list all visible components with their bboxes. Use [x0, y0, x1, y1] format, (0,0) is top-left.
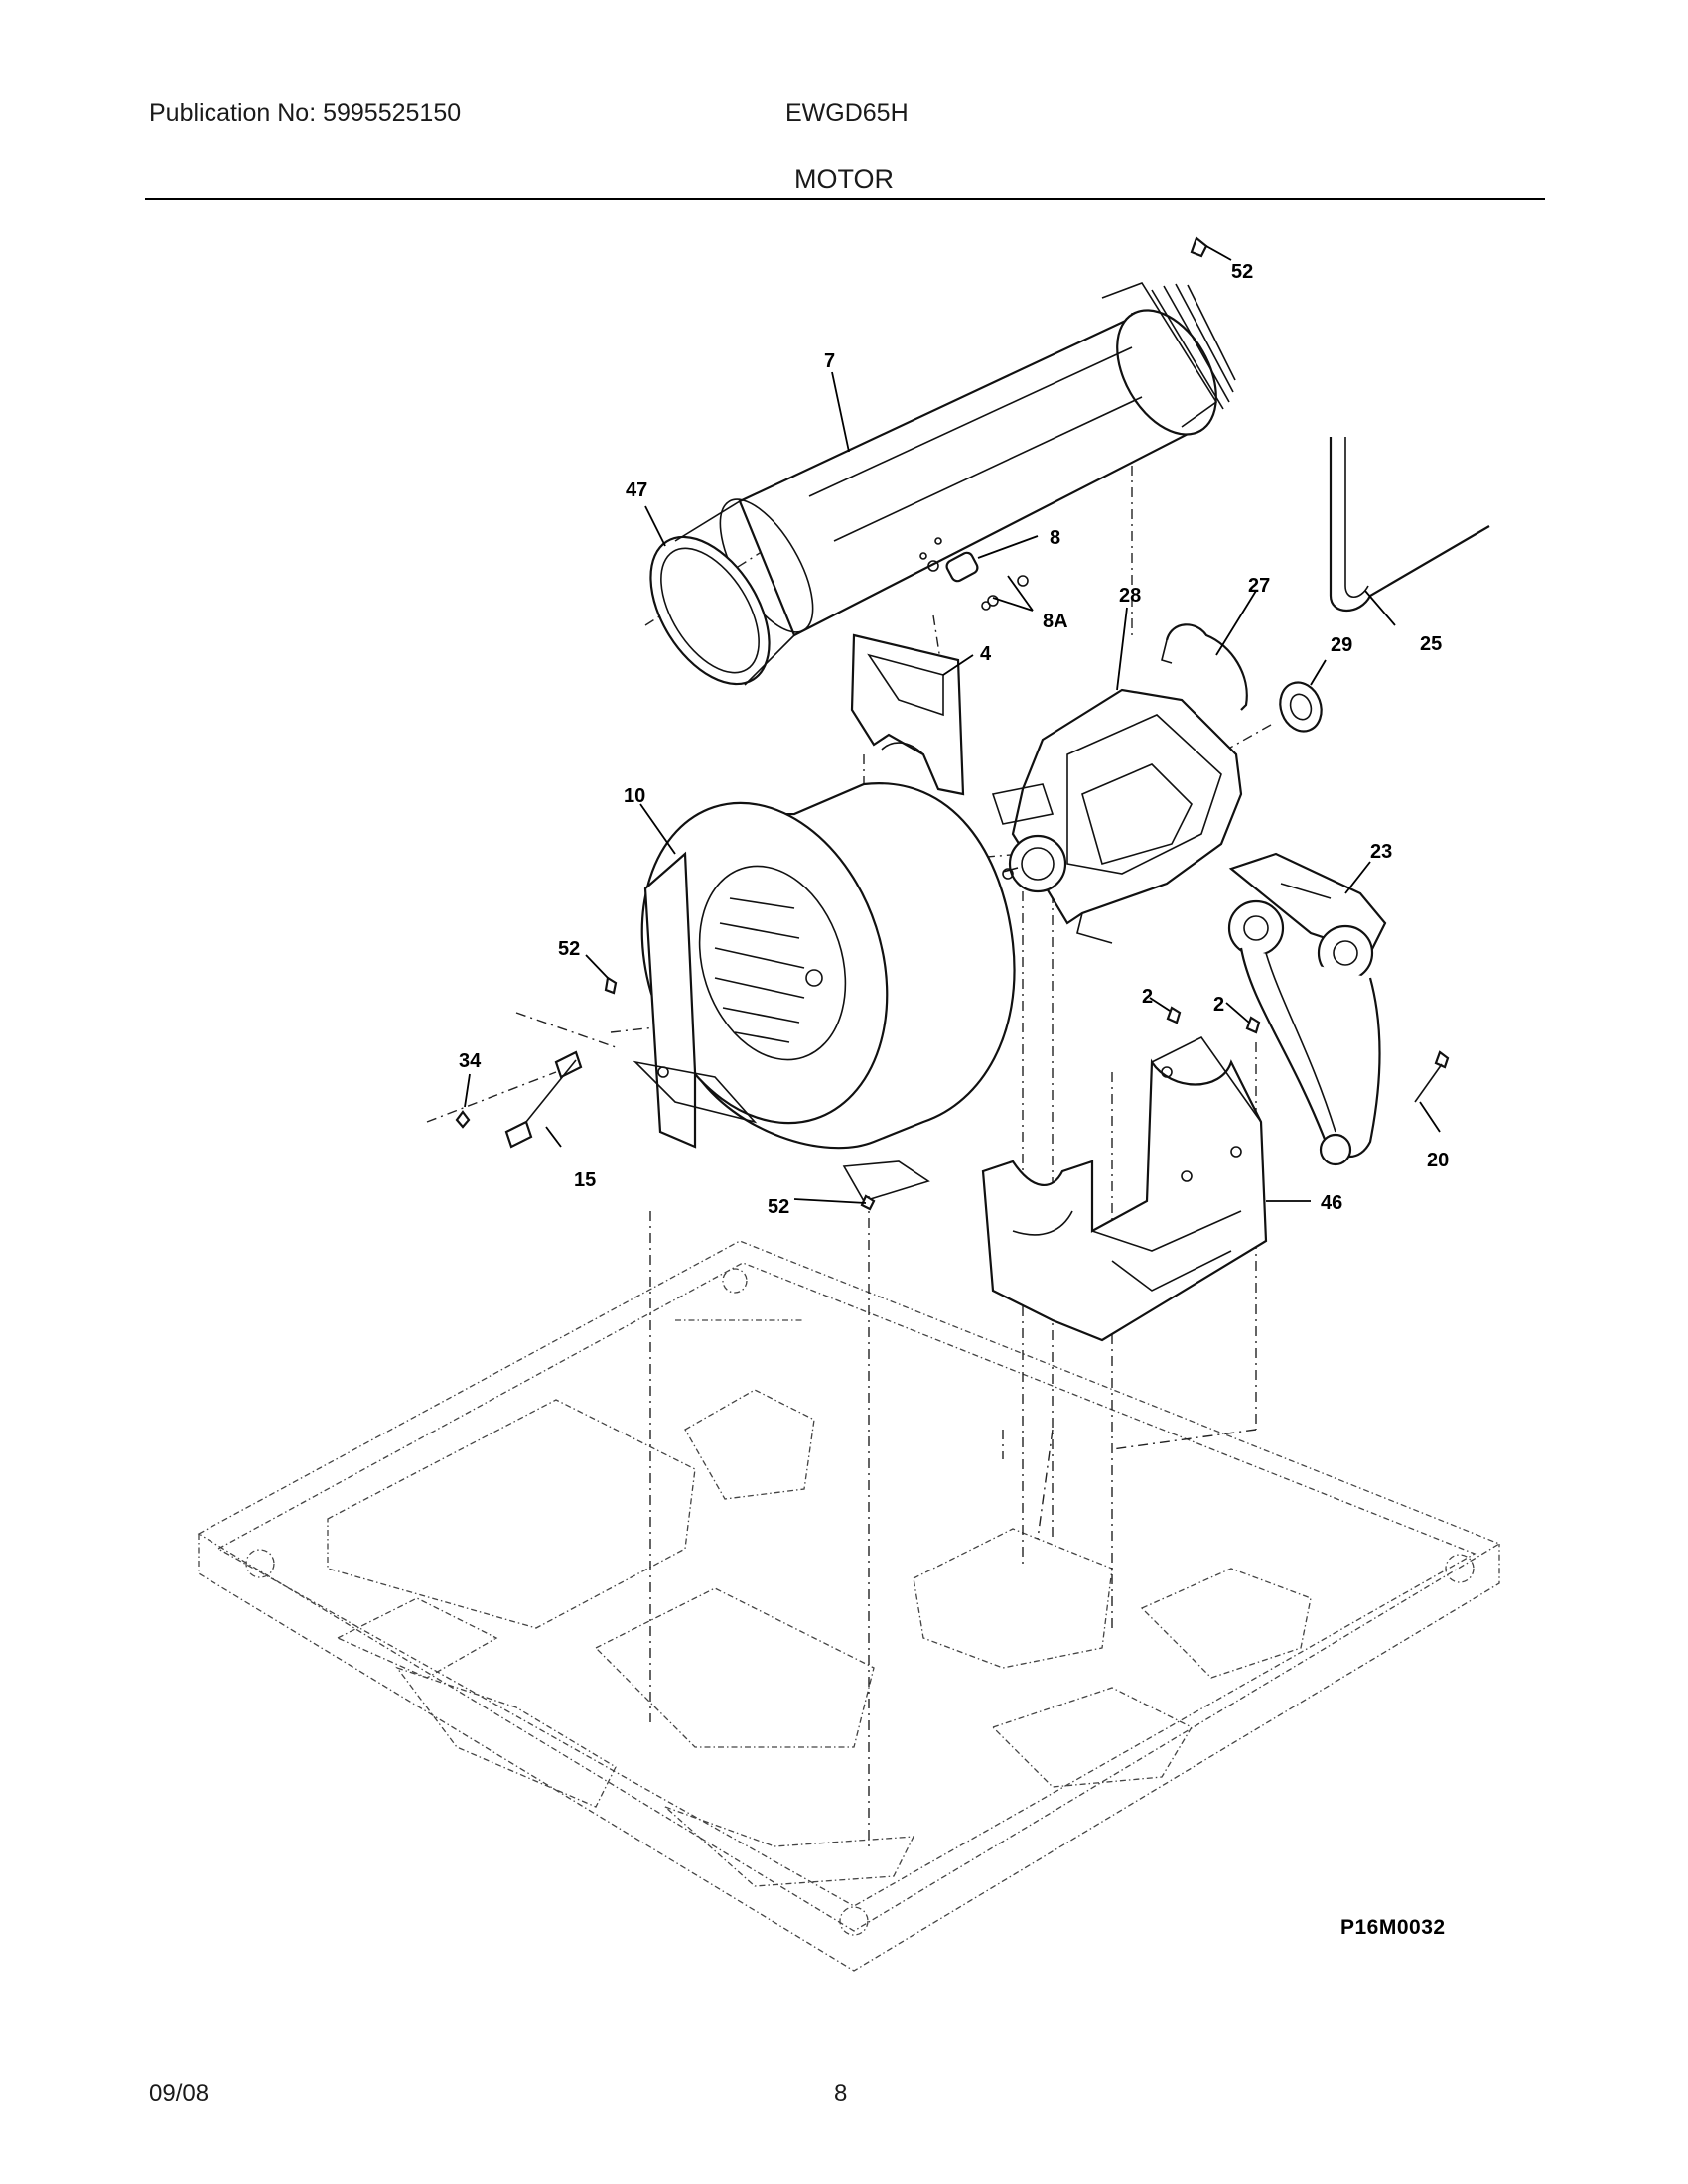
label-4: 4 — [980, 643, 992, 665]
label-25: 25 — [1420, 633, 1442, 655]
part-23-idler — [1227, 852, 1387, 1166]
header-divider — [145, 198, 1545, 200]
part-25-belt — [1329, 437, 1490, 612]
label-23: 23 — [1370, 841, 1392, 863]
label-2-left: 2 — [1142, 986, 1153, 1008]
part-47-collar — [649, 500, 795, 686]
leader-lines — [464, 245, 1441, 1204]
part-27-clip — [1161, 623, 1248, 711]
publication-number: Publication No: 5995525150 — [149, 99, 462, 127]
label-47: 47 — [626, 479, 647, 501]
label-15: 15 — [574, 1169, 596, 1191]
fasteners — [455, 236, 1450, 1211]
part-7-duct — [719, 282, 1236, 637]
model-number: EWGD65H — [785, 99, 909, 127]
label-52-bottom: 52 — [768, 1196, 789, 1218]
label-7: 7 — [824, 350, 835, 372]
label-29: 29 — [1331, 634, 1352, 656]
label-8: 8 — [1050, 527, 1060, 549]
label-52-left: 52 — [558, 938, 580, 960]
label-28: 28 — [1119, 585, 1141, 607]
part-46-mount — [981, 1035, 1268, 1342]
label-20: 20 — [1427, 1150, 1449, 1171]
exploded-parts-diagram: 52 7 47 8 8A 4 28 27 29 25 10 23 52 34 1… — [197, 236, 1501, 1972]
callout-labels: 52 7 47 8 8A 4 28 27 29 25 10 23 52 34 1… — [459, 261, 1449, 1218]
footer-date: 09/08 — [149, 2080, 210, 2107]
figure-code: P16M0032 — [1340, 1916, 1446, 1939]
label-8a: 8A — [1043, 611, 1068, 632]
label-27: 27 — [1248, 575, 1270, 597]
label-46: 46 — [1321, 1192, 1342, 1214]
label-52-top: 52 — [1231, 261, 1253, 283]
section-title: MOTOR — [794, 164, 894, 194]
cabinet-base — [197, 1240, 1501, 1972]
label-2-right: 2 — [1213, 994, 1224, 1016]
part-10-blower — [633, 782, 1016, 1202]
label-10: 10 — [624, 785, 645, 807]
part-8-thermostat — [919, 537, 1029, 611]
label-34: 34 — [459, 1050, 482, 1072]
part-4-bracket — [850, 633, 965, 796]
page-number: 8 — [834, 2080, 848, 2107]
part-28-motor — [991, 688, 1243, 944]
part-29-pulley — [1279, 681, 1323, 733]
